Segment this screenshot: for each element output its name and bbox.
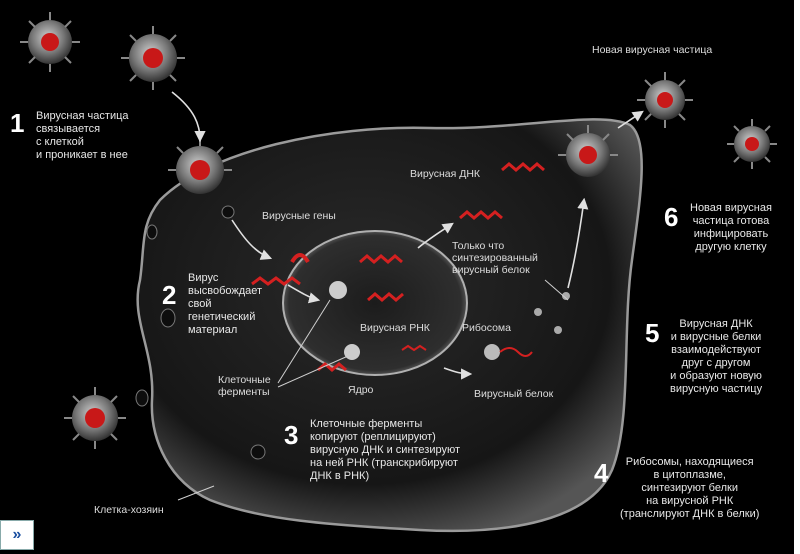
right-edge-strip [794, 0, 800, 554]
label-nucleus: Ядро [348, 384, 374, 396]
virus-particle-entering [168, 138, 232, 194]
protein-chain [499, 347, 533, 357]
double-chevron-right-icon[interactable]: » [0, 520, 34, 550]
virus-particle-lower-left [64, 387, 126, 449]
step-2-number: 2 [162, 280, 177, 310]
ribosome [484, 344, 500, 360]
nav-glyph: » [12, 526, 22, 543]
step-1-number: 1 [10, 108, 25, 138]
arrow-release [231, 219, 273, 260]
nucleus [282, 230, 468, 376]
arrow-to-nucleus [287, 284, 321, 304]
label-viral-protein: Вирусный белок [474, 388, 554, 400]
label-viral-genes: Вирусные гены [262, 210, 336, 222]
dna-strand-genes [251, 276, 301, 286]
step-6-text: Новая вирусная частица готова инфицирова… [690, 202, 772, 253]
virus-particle-new-2 [727, 119, 777, 169]
label-viral-rna: Вирусная РНК [360, 322, 430, 334]
dna-strand-nucleus-1 [359, 254, 403, 264]
viral-protein-dot-1 [534, 308, 542, 316]
enzyme-1 [329, 281, 347, 299]
step-5-number: 5 [645, 318, 660, 348]
virus-particle-budding [558, 125, 618, 177]
step-4-text: Рибосомы, находящиеся в цитоплазме, синт… [620, 456, 760, 520]
viral-gene-hook [290, 253, 310, 264]
step-2-text: Вирус высвобождает свой генетический мат… [188, 272, 263, 336]
dna-strand-cytoplasm-1 [459, 210, 503, 220]
arrow-release-new [617, 110, 644, 129]
dna-strand-cytoplasm-2 [501, 162, 545, 172]
step-1-text: Вирусная частица связывается с клеткой и… [36, 110, 129, 161]
virus-particle-2 [121, 26, 185, 90]
label-host-cell: Клетка-хозяин [94, 504, 164, 516]
label-cell-enzymes: Клеточные ферменты [218, 374, 271, 398]
label-ribosome: Рибосома [462, 322, 511, 334]
label-new-particle: Новая вирусная частица [592, 44, 713, 56]
viral-rna-strand [401, 344, 427, 352]
viral-protein-dot-2 [554, 326, 562, 334]
viral-protein-dot-3 [562, 292, 570, 300]
step-3-text: Клеточные ферменты копируют (реплицируют… [310, 418, 461, 482]
virus-particle-new-1 [637, 72, 693, 128]
step-5-text: Вирусная ДНК и вирусные белки взаимодейс… [670, 318, 763, 395]
step-3-number: 3 [284, 420, 299, 450]
label-new-protein: Только что синтезированный вирусный бело… [452, 240, 538, 276]
label-viral-dna: Вирусная ДНК [410, 168, 481, 180]
arrow-protein-up [567, 197, 589, 289]
virus-particle-1 [20, 12, 80, 72]
dna-strand-viral [317, 362, 347, 372]
enzyme-2 [344, 344, 360, 360]
arrow-dna-out [417, 222, 454, 249]
step-6-number: 6 [664, 202, 679, 232]
dna-strand-nucleus-2 [367, 292, 404, 302]
step-4-number: 4 [594, 458, 609, 488]
arrow-entry [171, 91, 206, 143]
arrow-rna-out [443, 367, 473, 380]
